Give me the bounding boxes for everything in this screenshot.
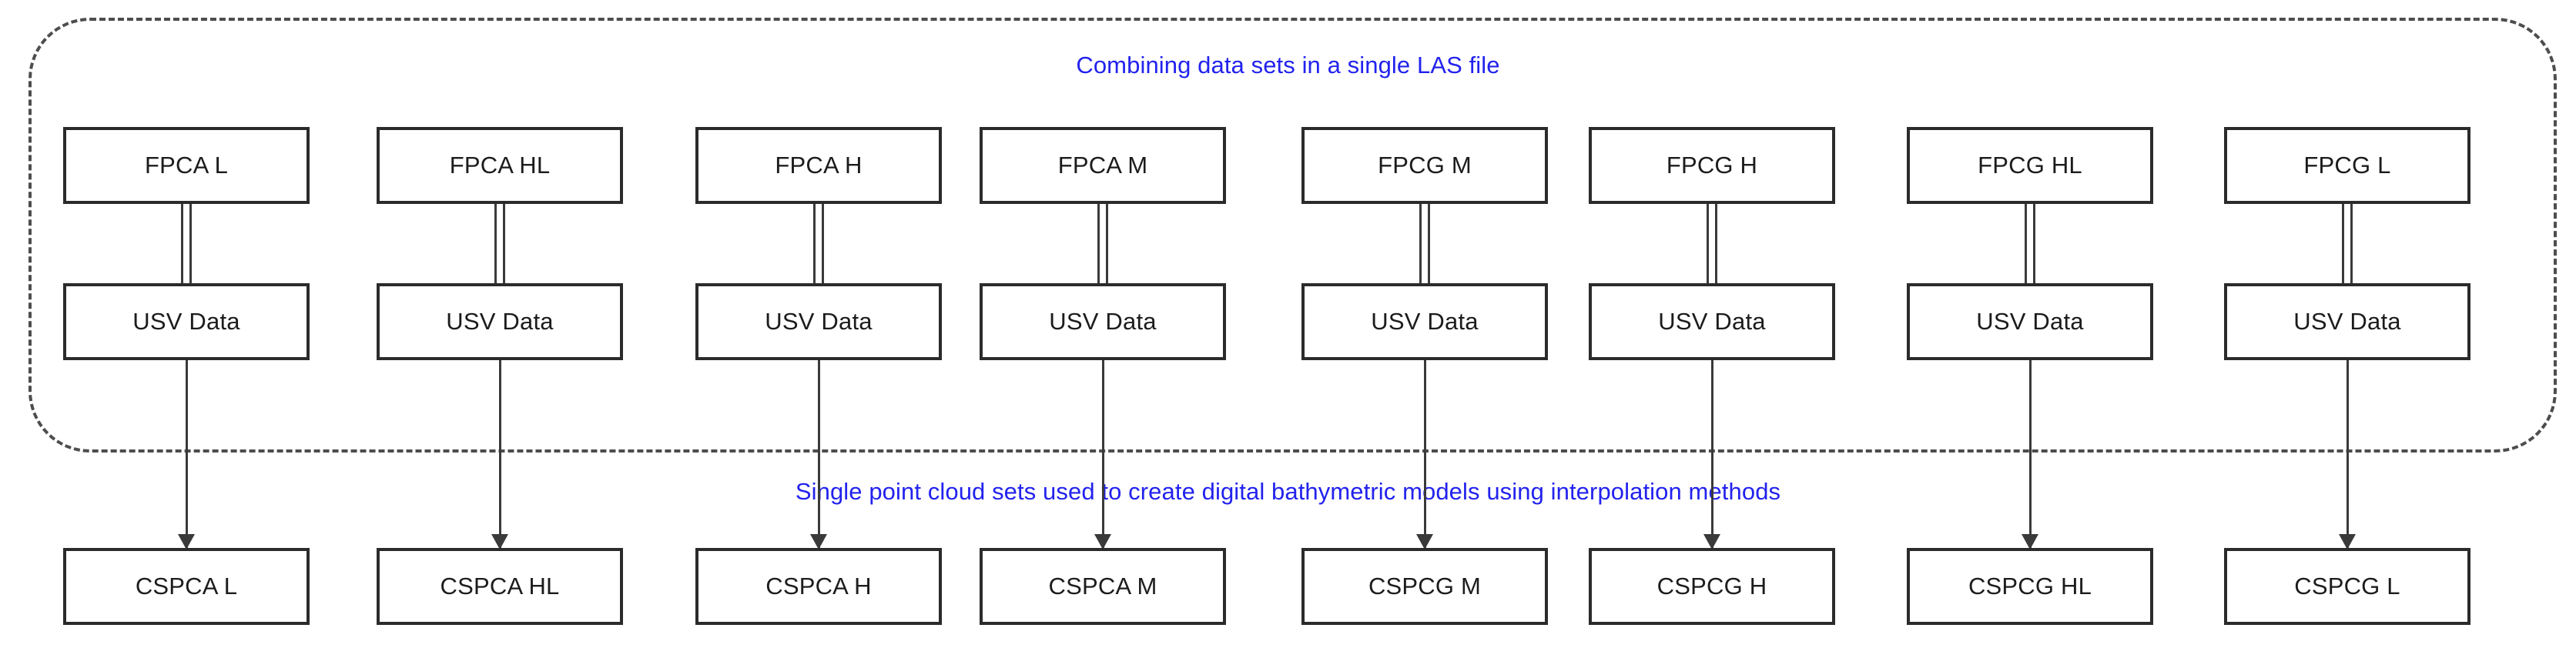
connector-arrow-col-5 xyxy=(1423,360,1426,548)
connector-arrow-col-2 xyxy=(498,360,501,548)
node-output-cspcg-l[interactable]: CSPCG L xyxy=(2224,548,2470,625)
node-middle-usv-data-1[interactable]: USV Data xyxy=(63,283,310,360)
node-middle-usv-data-3[interactable]: USV Data xyxy=(695,283,942,360)
connector-double-col-4 xyxy=(1097,204,1108,283)
node-source-fpca-l[interactable]: FPCA L xyxy=(63,127,310,204)
node-source-fpca-m[interactable]: FPCA M xyxy=(980,127,1226,204)
node-source-fpcg-l[interactable]: FPCG L xyxy=(2224,127,2470,204)
node-source-fpcg-h[interactable]: FPCG H xyxy=(1589,127,1835,204)
connector-double-col-1 xyxy=(181,204,192,283)
connector-double-col-5 xyxy=(1419,204,1430,283)
node-output-cspca-m[interactable]: CSPCA M xyxy=(980,548,1226,625)
node-source-fpca-hl[interactable]: FPCA HL xyxy=(377,127,623,204)
connector-arrow-col-4 xyxy=(1101,360,1104,548)
node-middle-usv-data-4[interactable]: USV Data xyxy=(980,283,1226,360)
node-source-fpcg-m[interactable]: FPCG M xyxy=(1301,127,1548,204)
connector-arrow-col-8 xyxy=(2346,360,2349,548)
connector-arrow-col-3 xyxy=(817,360,820,548)
node-output-cspcg-hl[interactable]: CSPCG HL xyxy=(1907,548,2153,625)
node-source-fpca-h[interactable]: FPCA H xyxy=(695,127,942,204)
connector-double-col-8 xyxy=(2342,204,2353,283)
node-middle-usv-data-8[interactable]: USV Data xyxy=(2224,283,2470,360)
node-output-cspca-hl[interactable]: CSPCA HL xyxy=(377,548,623,625)
node-middle-usv-data-2[interactable]: USV Data xyxy=(377,283,623,360)
caption-combining-data-sets: Combining data sets in a single LAS file xyxy=(1076,52,1500,78)
connector-double-col-7 xyxy=(2025,204,2035,283)
connector-arrow-col-6 xyxy=(1710,360,1713,548)
connector-double-col-3 xyxy=(813,204,824,283)
node-output-cspca-l[interactable]: CSPCA L xyxy=(63,548,310,625)
node-output-cspcg-h[interactable]: CSPCG H xyxy=(1589,548,1835,625)
connector-arrow-col-1 xyxy=(185,360,188,548)
grouping-frame-dashed xyxy=(28,18,2557,453)
node-middle-usv-data-5[interactable]: USV Data xyxy=(1301,283,1548,360)
node-source-fpcg-hl[interactable]: FPCG HL xyxy=(1907,127,2153,204)
caption-single-point-cloud-sets: Single point cloud sets used to create d… xyxy=(795,478,1781,505)
connector-double-col-6 xyxy=(1707,204,1717,283)
node-output-cspca-h[interactable]: CSPCA H xyxy=(695,548,942,625)
node-output-cspcg-m[interactable]: CSPCG M xyxy=(1301,548,1548,625)
node-middle-usv-data-7[interactable]: USV Data xyxy=(1907,283,2153,360)
connector-double-col-2 xyxy=(494,204,505,283)
node-middle-usv-data-6[interactable]: USV Data xyxy=(1589,283,1835,360)
connector-arrow-col-7 xyxy=(2028,360,2032,548)
